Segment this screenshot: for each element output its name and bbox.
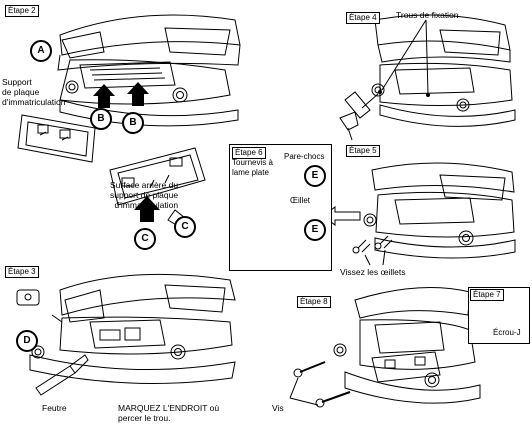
marker-label: Feutre <box>42 403 67 413</box>
step-8-label: Étape 8 <box>297 296 331 308</box>
step-4-label: Étape 4 <box>346 12 380 24</box>
rear-surface-label: Surface arrière du support de plaque d'i… <box>110 180 179 210</box>
callout-e: E <box>304 219 326 241</box>
callout-c: C <box>174 216 196 238</box>
license-plate-support <box>17 114 96 163</box>
step-7-label: Étape 7 <box>470 289 504 301</box>
step-6-label: Étape 6 <box>232 147 266 159</box>
step-5-label: Étape 5 <box>346 145 380 157</box>
mark-location-label: MARQUEZ L'ENDROIT où percer le trou. <box>118 403 220 423</box>
bumper-label: Pare-chocs <box>284 152 325 161</box>
step-3-label: Étape 3 <box>5 266 39 278</box>
screwdriver-label: Tournevis à lame plate <box>232 158 273 177</box>
screw-grommets-label: Vissez les œillets <box>340 267 406 277</box>
screw-icon <box>293 361 351 408</box>
drill-icon <box>339 91 379 141</box>
screws-label: Vis <box>272 403 284 413</box>
license-plate-rear <box>109 147 206 206</box>
screw-icon <box>352 235 393 254</box>
mounting-holes-label: Trous de fixation <box>396 10 459 20</box>
j-nut-label: Écrou-J <box>493 328 521 337</box>
up-arrow-icon <box>127 82 149 106</box>
car-front-step4 <box>371 14 516 127</box>
marker-pen-icon <box>35 354 89 396</box>
callout-d: D <box>16 330 38 352</box>
up-arrow-icon <box>134 196 160 222</box>
car-front-step3 <box>29 273 236 384</box>
callout-a: A <box>30 40 52 62</box>
car-front-step5 <box>363 162 516 259</box>
support-label: Support de plaque d'immatriculation <box>2 77 66 107</box>
callout-c: C <box>134 228 156 250</box>
step-2-label: Étape 2 <box>5 5 39 17</box>
car-front-step2 <box>57 14 241 127</box>
callout-b: B <box>90 108 112 130</box>
grommet-label: Œillet <box>290 196 311 205</box>
callout-e: E <box>304 165 326 187</box>
car-front-step8 <box>333 287 481 404</box>
up-arrow-icon <box>93 84 115 108</box>
callout-b: B <box>122 112 144 134</box>
